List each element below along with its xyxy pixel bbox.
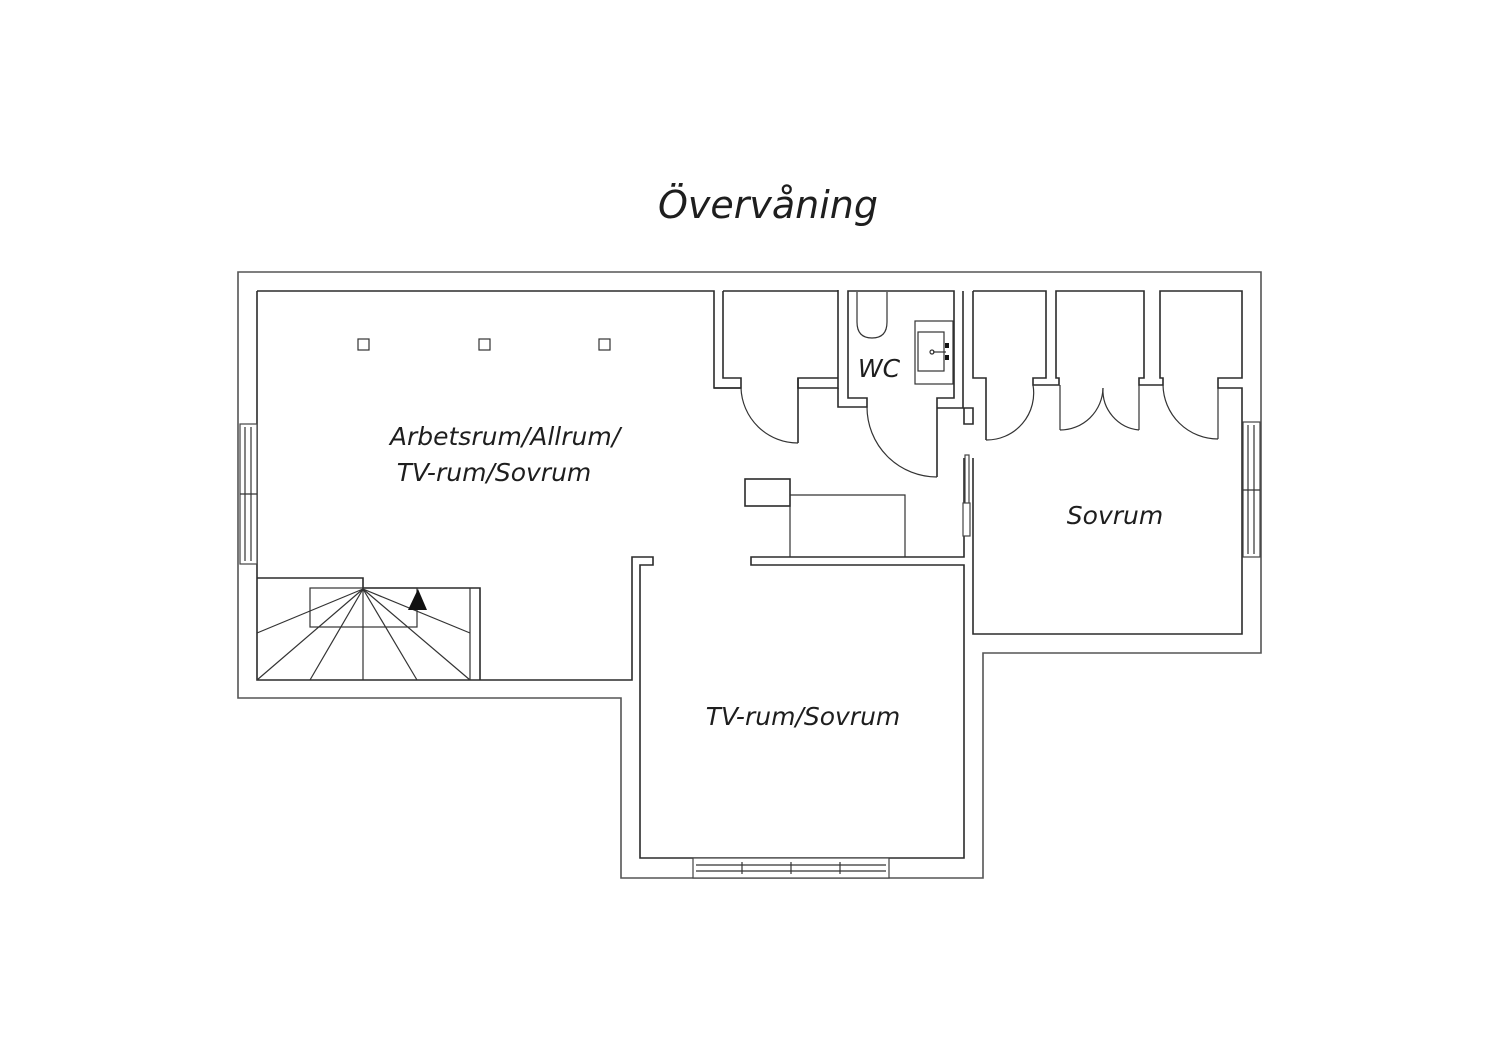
ceiling-fixture <box>598 338 611 351</box>
closet-1-wall <box>714 291 742 389</box>
staircase <box>256 577 481 681</box>
inner-wall-main <box>256 291 965 859</box>
cabinet <box>744 478 791 507</box>
door-swing-icon <box>985 384 1035 441</box>
faucet-handle <box>945 343 949 348</box>
desk <box>789 494 906 557</box>
wc-wall <box>837 290 955 477</box>
sliding-door <box>962 502 971 537</box>
closet-1 <box>723 290 839 389</box>
closet-2 <box>972 290 1243 440</box>
stair-direction-arrow-icon <box>408 589 427 610</box>
sink-counter <box>914 320 954 385</box>
wc-wall-right <box>937 291 974 425</box>
faucet-handle <box>945 355 949 360</box>
door-swing-icon <box>1102 385 1140 431</box>
outer-wall <box>237 271 1262 879</box>
door-swing-icon <box>1162 384 1219 440</box>
window-icon <box>1242 421 1261 558</box>
inner-wall-top-left <box>257 290 741 389</box>
sovrum-wall <box>972 424 1243 635</box>
floor-title: Övervåning <box>658 183 878 227</box>
room-label-tvrum: TV-rum/Sovrum <box>706 702 901 731</box>
room-label-arbetsrum-line2: TV-rum/Sovrum <box>397 458 592 487</box>
door-swing-icon <box>740 387 799 444</box>
door-swing-icon <box>1059 385 1104 431</box>
sink-drain <box>929 349 935 355</box>
room-label-sovrum: Sovrum <box>1067 501 1163 530</box>
window-icon <box>692 857 890 879</box>
room-label-wc: WC <box>858 354 901 383</box>
ceiling-fixture <box>357 338 370 351</box>
room-label-arbetsrum-line1: Arbetsrum/Allrum/ <box>388 422 623 451</box>
window-icon <box>239 423 258 565</box>
ceiling-fixture <box>478 338 491 351</box>
door-swing-icon <box>866 406 938 478</box>
toilet-icon <box>856 292 888 339</box>
